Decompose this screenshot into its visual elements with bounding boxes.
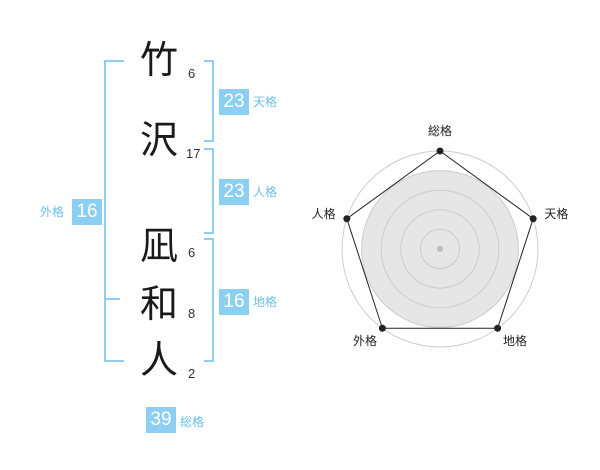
gaikaku-bracket-tick [104,298,120,300]
jinkaku-value-badge: 23 [219,179,249,205]
radar-ring [419,228,461,270]
radar-ring [400,209,480,289]
radar-points [343,147,537,332]
radar-point-5 [343,215,351,223]
jinkaku-label: 人格 [253,185,278,199]
radar-center-dot [437,246,443,252]
name-char-1: 竹 [140,38,179,82]
radar-axis-label-5: 人格 [312,206,336,221]
radar-axis-label-1: 総格 [428,123,452,138]
name-char-5: 人 [140,338,179,382]
chikaku-label: 地格 [253,295,278,309]
radar-axis-label-2: 天格 [544,206,568,221]
chikaku-value-badge: 16 [219,289,249,315]
name-char-2: 沢 [140,118,179,162]
name-char-3: 凪 [140,224,179,268]
radar-point-2 [529,215,537,223]
tenkaku-label: 天格 [253,95,278,109]
radar-point-3 [494,324,502,332]
radar-ring [380,189,500,309]
jinkaku-bracket [204,148,214,234]
gaikaku-bracket [104,60,124,362]
tenkaku-value-badge: 23 [219,89,249,115]
stroke-count-2: 17 [186,146,201,161]
name-char-4: 和 [140,282,179,326]
stroke-count-5: 2 [188,366,196,381]
radar-point-4 [378,324,386,332]
radar-series-polygon [346,150,534,329]
tenkaku-bracket [204,60,214,142]
stroke-count-1: 6 [188,66,196,81]
soukaku-value-badge: 39 [146,407,176,433]
gaikaku-value-badge: 16 [72,199,102,225]
soukaku-label: 総格 [180,415,205,429]
stroke-count-4: 8 [188,306,196,321]
radar-axis-label-4: 外格 [353,333,377,348]
chikaku-bracket [204,238,214,362]
radar-axis-label-3: 地格 [503,333,527,348]
gaikaku-label: 外格 [40,205,65,219]
radar-point-1 [436,147,444,155]
stroke-count-3: 6 [188,245,196,260]
